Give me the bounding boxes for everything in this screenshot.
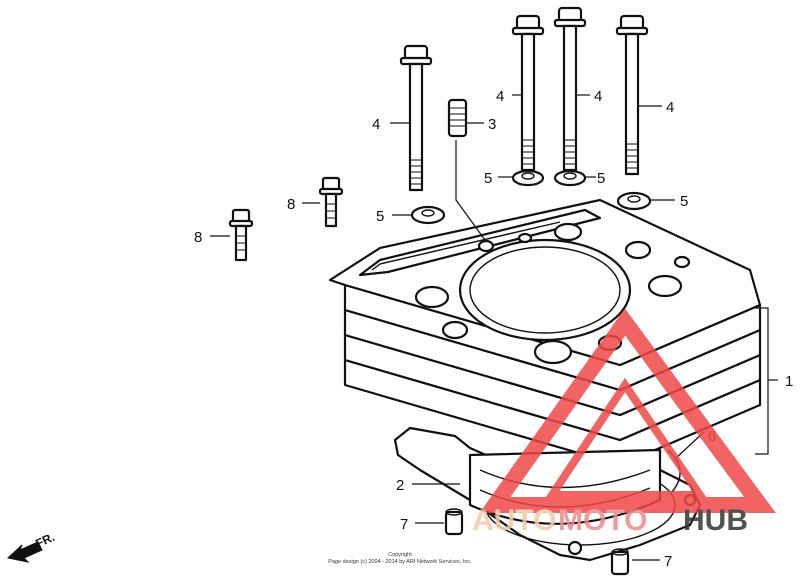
cylinder-body (328, 198, 762, 525)
stud-bolt-right (615, 14, 649, 176)
callout-8-upper: 8 (287, 196, 295, 213)
callout-5-right: 5 (680, 193, 688, 210)
callout-4-right: 4 (666, 99, 674, 116)
watermark-hub: HUB (683, 504, 748, 537)
callout-2: 2 (396, 477, 404, 494)
short-stud (447, 98, 468, 138)
callout-5-center-right: 5 (597, 170, 605, 187)
leader-lines (210, 94, 778, 561)
washer-right (616, 191, 652, 211)
callout-8-lower: 8 (194, 229, 202, 246)
stud-bolt-left (399, 44, 433, 192)
copyright-line-2: Page design (c) 2004 - 2014 by ARI Netwo… (328, 559, 472, 565)
copyright-footer: Copyright Page design (c) 2004 - 2014 by… (328, 552, 472, 565)
dowel-pin-right (610, 548, 630, 576)
callout-4-center-left: 4 (496, 88, 504, 105)
dowel-pin-left (444, 508, 464, 536)
watermark-moto: MOTO (558, 504, 647, 537)
washer-left (410, 205, 446, 225)
washer-center-left (511, 169, 545, 187)
washer-center-right (553, 169, 587, 187)
watermark-auto: AUTO (472, 504, 556, 537)
copyright-line-1: Copyright (388, 552, 412, 558)
callout-3: 3 (488, 116, 496, 133)
flange-bolt-upper (318, 176, 344, 228)
callout-4-center-right: 4 (594, 88, 602, 105)
callout-1: 1 (785, 373, 793, 390)
callout-7-right: 7 (664, 553, 672, 570)
front-direction-arrow: FR. (6, 530, 57, 563)
callout-5-left: 5 (376, 208, 384, 225)
watermark-logo: AUTO MOTO HUB (472, 308, 776, 537)
callout-4-left: 4 (372, 116, 380, 133)
stud-bolt-center-right (553, 6, 587, 172)
direction-label: FR. (33, 530, 56, 551)
callout-5-center-left: 5 (484, 170, 492, 187)
stud-bolt-center-left (511, 14, 545, 172)
callout-7-left: 7 (400, 516, 408, 533)
flange-bolt-lower (228, 208, 254, 262)
callout-labels: 1 2 3 4 4 4 4 5 5 5 5 6 7 7 8 8 (194, 88, 793, 570)
